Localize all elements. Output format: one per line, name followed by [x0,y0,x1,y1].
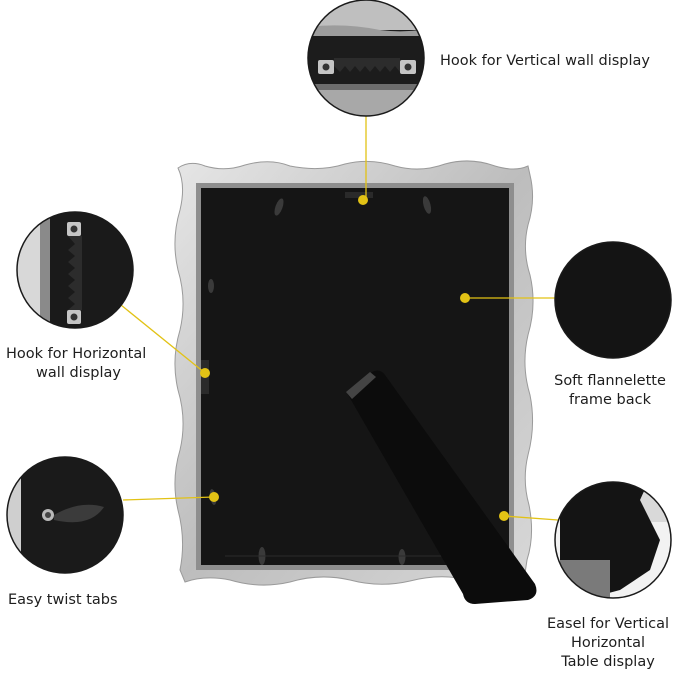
sawtooth-hook-top [345,192,373,198]
label-twist-tabs: Easy twist tabs [8,592,118,608]
dot-easel [499,511,509,521]
label-horizontal-hook-line1: Hook for Horizontal [6,346,147,362]
label-easel-line1: Easel for Vertical [547,616,669,632]
dot-twist-tab [209,492,219,502]
label-easel-line2: Horizontal [570,635,646,651]
dot-horizontal-hook [200,368,210,378]
zoom-circle-horizontal-hook [16,211,134,329]
zoom-circle-twist-tab [6,456,124,574]
picture-frame [174,160,537,604]
twist-tab-bottom-right [398,549,406,565]
callout-dots [200,195,509,521]
label-horizontal-hook-line2: wall display [36,365,121,381]
twist-tab-top-left [274,198,284,216]
dot-vertical-hook [358,195,368,205]
zoom-circle-vertical-hook [307,0,425,117]
dot-flannelette [460,293,470,303]
leader-lines [120,116,559,521]
zoom-circle-easel [554,481,672,599]
label-flannelette-line1: Soft flannelette [554,373,666,389]
label-vertical-hook: Hook for Vertical wall display [440,53,650,69]
label-easel-line3: Table display [561,654,655,670]
twist-tab-top-right [422,196,432,214]
twist-tab-left-upper [208,279,214,293]
easel-stand [346,370,537,604]
label-flannelette-line2: frame back [568,392,652,408]
zoom-circle-flannelette [554,241,672,359]
